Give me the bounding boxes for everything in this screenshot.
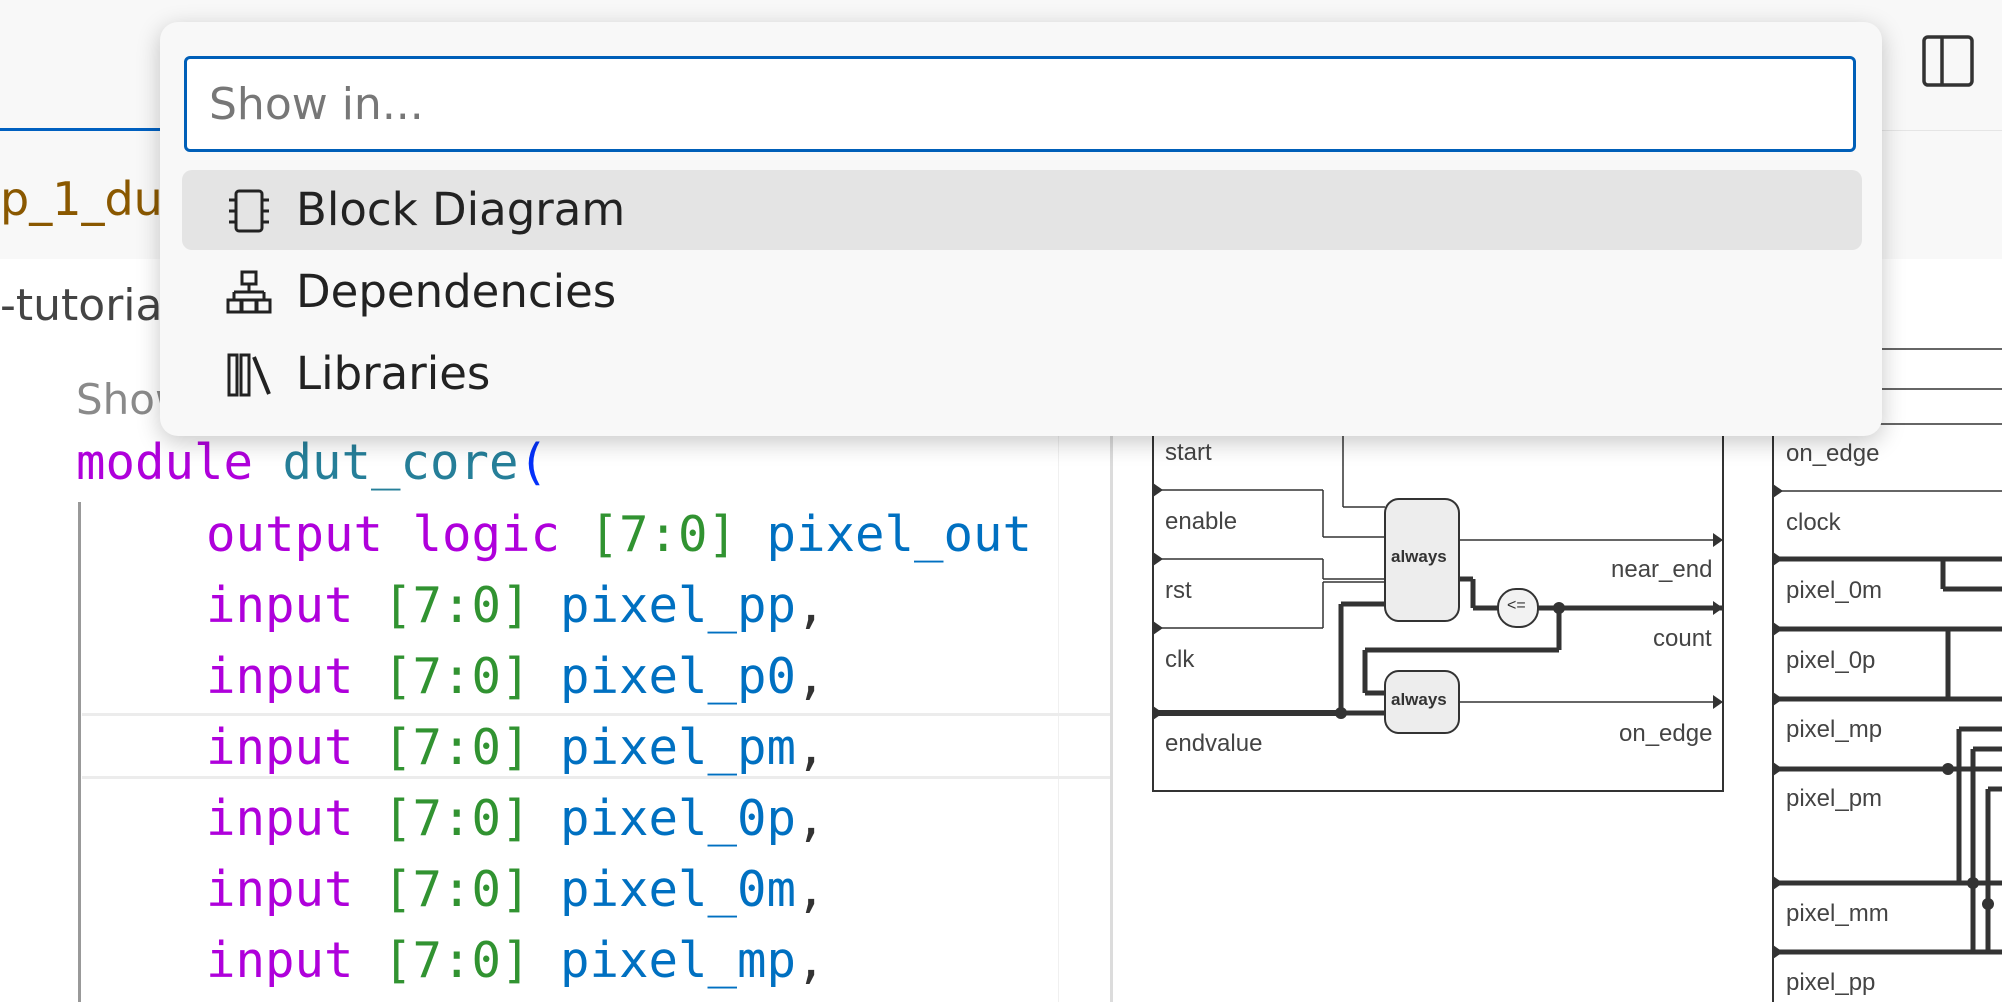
port-label: pixel_pm (1786, 785, 1883, 812)
separator-token: , (796, 577, 826, 634)
code-line: input [7:0] pixel_pp, (206, 571, 826, 641)
breadcrumb-item[interactable]: -tutorial (0, 280, 175, 331)
current-line-highlight (82, 713, 1110, 779)
code-line: input [7:0] pixel_0m, (206, 855, 826, 925)
quick-pick-item-block-diagram[interactable]: Block Diagram (182, 170, 1862, 250)
always-block-label: always (1391, 690, 1447, 709)
separator-token: , (796, 932, 826, 989)
indent-guide (78, 502, 81, 1002)
library-icon (226, 352, 272, 398)
separator-token: , (796, 790, 826, 847)
range-token: [7:0] (383, 577, 531, 634)
range-token: [7:0] (383, 719, 531, 776)
quick-pick-input[interactable] (184, 56, 1856, 152)
chip-icon (226, 188, 272, 234)
compare-op-label: <= (1507, 597, 1526, 614)
separator-token: , (796, 719, 826, 776)
quick-pick-item-label: Dependencies (296, 265, 617, 318)
range-token: [7:0] (383, 790, 531, 847)
identifier-token: pixel_pp (560, 577, 797, 634)
port-label: enable (1165, 508, 1238, 535)
quick-pick-item-label: Block Diagram (296, 183, 626, 236)
output-label: near_end (1611, 556, 1713, 583)
code-line: input [7:0] pixel_pm, (206, 713, 826, 783)
active-tab-indicator (0, 128, 165, 131)
port-label: pixel_0m (1786, 577, 1883, 604)
code-line: output logic [7:0] pixel_out (206, 500, 1032, 570)
code-line: input [7:0] pixel_p0, (206, 642, 826, 712)
port-label: on_edge (1786, 440, 1880, 467)
port-label: rst (1165, 577, 1192, 604)
identifier-token: pixel_pm (560, 719, 797, 776)
identifier-token: pixel_0m (560, 861, 797, 918)
identifier-token: pixel_mp (560, 932, 797, 989)
editor-split-divider[interactable] (1110, 259, 1113, 1002)
output-label: on_edge (1619, 720, 1713, 747)
separator-token: , (796, 648, 826, 705)
range-token: [7:0] (383, 932, 531, 989)
range-token: [7:0] (383, 648, 531, 705)
editor-ruler (1058, 340, 1059, 1002)
port-label: start (1165, 439, 1212, 466)
identifier-token: pixel_0p (560, 790, 797, 847)
hierarchy-icon (226, 270, 272, 316)
port-label: pixel_0p (1786, 647, 1876, 674)
code-line: input [7:0] pixel_0p, (206, 784, 826, 854)
port-label: clk (1165, 646, 1195, 673)
code-line: input [7:0] pixel_mp, (206, 926, 826, 996)
keyword-token: input (206, 861, 384, 918)
keyword-token: input (206, 648, 384, 705)
quick-pick-item-label: Libraries (296, 347, 491, 400)
quick-pick-item-dependencies[interactable]: Dependencies (182, 252, 1862, 332)
port-label: pixel_mp (1786, 716, 1883, 743)
paren-token: ( (518, 434, 549, 491)
breadcrumb (0, 260, 175, 340)
code-editor[interactable]: Show module dut_core( output logic [7:0]… (0, 340, 1110, 1002)
output-label: count (1653, 625, 1712, 652)
range-token: [7:0] (589, 506, 738, 563)
port-label: pixel_mm (1786, 900, 1889, 927)
editor-tab-file[interactable]: p_1_dut (0, 172, 181, 226)
range-token: [7:0] (383, 861, 531, 918)
keyword-token: input (206, 719, 384, 776)
identifier-token: pixel_out (766, 506, 1033, 563)
keyword-token: output logic (206, 506, 590, 563)
keyword-token: module (76, 434, 254, 491)
identifier-token: pixel_p0 (560, 648, 797, 705)
toggle-secondary-sidebar-icon[interactable] (1922, 35, 1974, 87)
port-label: endvalue (1165, 730, 1263, 757)
always-block-label: always (1391, 547, 1447, 566)
keyword-token: input (206, 932, 384, 989)
port-label: pixel_pp (1786, 969, 1876, 996)
quick-pick-item-libraries[interactable]: Libraries (182, 334, 1862, 414)
keyword-token: input (206, 577, 384, 634)
code-line-module: module dut_core( (76, 428, 548, 498)
module-name-token: dut_core (282, 434, 519, 491)
block-diagram-wires (1152, 338, 2002, 1002)
quick-pick-widget: Block Diagram Dependencies Libr (160, 22, 1882, 436)
keyword-token: input (206, 790, 384, 847)
port-label: clock (1786, 509, 1841, 536)
separator-token: , (796, 861, 826, 918)
